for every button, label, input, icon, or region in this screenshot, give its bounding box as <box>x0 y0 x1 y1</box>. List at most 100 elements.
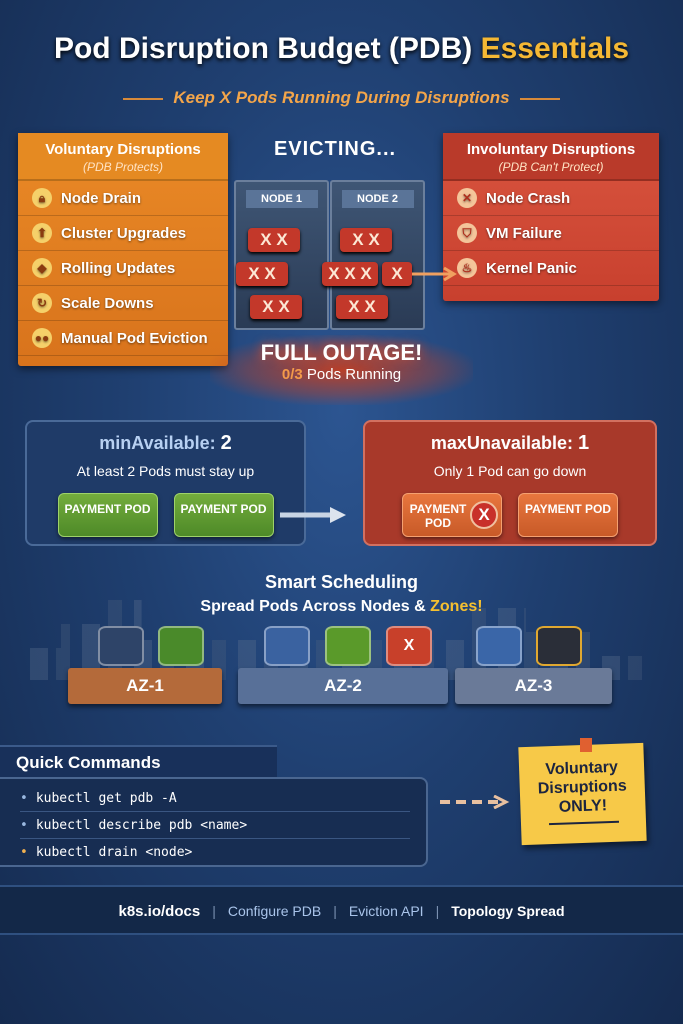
payment-pod: PAYMENT POD <box>518 493 618 537</box>
zone-az-1: AZ-1 <box>68 668 222 704</box>
involuntary-header: Involuntary Disruptions (PDB Can't Protec… <box>443 133 659 181</box>
item-label: Manual Pod Eviction <box>61 329 208 347</box>
evicting-label: EVICTING... <box>273 138 397 160</box>
separator: | <box>212 903 216 919</box>
command-text: kubectl drain <node> <box>35 845 193 860</box>
outage-count: 0/3 <box>281 366 303 383</box>
quick-commands-list: •kubectl get pdb -A •kubectl describe pd… <box>0 777 428 867</box>
max-unavailable-desc: Only 1 Pod can go down <box>433 463 587 479</box>
max-unavailable-value: 1 <box>577 432 590 454</box>
command-text: kubectl get pdb -A <box>35 791 177 806</box>
outage-suffix: Pods Running <box>306 366 402 383</box>
list-item: ⛉ VM Failure <box>443 216 659 251</box>
dashed-arrow-icon <box>440 795 510 809</box>
evicted-pods: X X <box>340 228 392 252</box>
pod-cylinder <box>325 626 371 666</box>
separator: | <box>435 903 440 919</box>
payment-pod: PAYMENT POD <box>57 493 158 537</box>
list-item: ⬆ Cluster Upgrades <box>18 216 228 251</box>
box-icon: ◆ <box>32 258 52 278</box>
outage-banner: FULL OUTAGE!0/3 Pods Running <box>200 340 483 384</box>
pod-cylinder <box>98 626 144 666</box>
lock-icon: 🔒︎ <box>32 188 52 208</box>
pod-cylinder <box>158 626 204 666</box>
node-2-label: NODE 2 <box>341 190 414 208</box>
evicted-pods: X X X <box>322 262 378 286</box>
quick-commands-title: Quick Commands <box>0 745 277 777</box>
title-highlight: Essentials <box>480 32 630 65</box>
item-label: Rolling Updates <box>61 259 176 277</box>
command-item: • kubectl get pdb -A <box>20 785 410 812</box>
list-item: 🔒︎ Node Drain <box>18 181 228 216</box>
voluntary-header: Voluntary Disruptions (PDB Protects) <box>18 133 228 181</box>
voluntary-subtitle: (PDB Protects) <box>82 160 163 174</box>
involuntary-title: Involuntary Disruptions <box>466 141 636 158</box>
scheduling-highlight: Zones! <box>430 598 483 615</box>
footer-link-eviction[interactable]: Eviction API <box>348 903 424 919</box>
pod-cylinder-failed: X <box>386 626 432 666</box>
pods-icon: ●● <box>32 328 52 348</box>
scheduling-title: Smart Scheduling <box>264 572 419 592</box>
arrow-right-icon <box>280 507 346 523</box>
list-item: ●● Manual Pod Eviction <box>18 321 228 356</box>
footer-link-topology[interactable]: Topology Spread <box>451 903 565 919</box>
item-label: Node Drain <box>61 189 142 207</box>
shield-icon: ⛉ <box>457 223 477 243</box>
command-item: •kubectl describe pdb <name> <box>20 812 410 839</box>
min-available-card: minAvailable: 2 At least 2 Pods must sta… <box>25 420 306 546</box>
voluntary-title: Voluntary Disruptions <box>45 141 201 158</box>
max-unavailable-card: maxUnavailable: 1 Only 1 Pod can go down… <box>363 420 657 546</box>
pin-icon <box>580 738 592 752</box>
page-title: Pod Disruption Budget (PDB) Essentials <box>0 32 683 66</box>
min-available-value: 2 <box>220 432 232 454</box>
item-label: VM Failure <box>486 224 562 242</box>
item-label: Kernel Panic <box>486 259 577 277</box>
refresh-icon: ↻ <box>32 293 52 313</box>
evicted-pod: X <box>382 262 412 286</box>
zone-az-3: AZ-3 <box>455 668 612 704</box>
pod-cylinder <box>264 626 310 666</box>
zone-az-2: AZ-2 <box>238 668 448 704</box>
min-available-desc: At least 2 Pods must stay up <box>76 463 255 479</box>
footer-link-configure[interactable]: Configure PDB <box>227 903 322 919</box>
evicted-pods: X X <box>248 228 300 252</box>
list-item: ✕ Node Crash <box>443 181 659 216</box>
fire-icon: ♨ <box>457 258 477 278</box>
bullet-icon: • <box>20 791 28 806</box>
evicted-pods: X X <box>236 262 288 286</box>
involuntary-panel: Involuntary Disruptions (PDB Can't Protec… <box>443 133 659 301</box>
min-available-key: minAvailable: <box>99 433 216 453</box>
scheduling-desc-text: Spread Pods Across Nodes & <box>200 598 426 615</box>
x-circle-icon: ✕ <box>457 188 477 208</box>
subtitle: Keep X Pods Running During Disruptions <box>0 88 683 108</box>
involuntary-subtitle: (PDB Can't Protect) <box>498 160 604 174</box>
pod-cylinder <box>476 626 522 666</box>
command-item: • kubectl drain <node> <box>20 839 410 866</box>
title-text: Pod Disruption Budget (PDB) <box>53 32 473 65</box>
x-icon: X <box>470 501 498 529</box>
separator: | <box>333 903 337 919</box>
footer: k8s.io/docs | Configure PDB | Eviction API | T… <box>0 885 683 935</box>
pod-label: PAYMENT POD <box>409 502 467 530</box>
item-label: Scale Downs <box>61 294 154 312</box>
arrow-right-icon <box>412 266 457 282</box>
command-text: kubectl describe pdb <name> <box>35 818 248 833</box>
footer-link-docs[interactable]: k8s.io/docs <box>118 903 201 920</box>
evicted-pods: X X <box>336 295 388 319</box>
payment-pod: PAYMENT POD <box>173 493 274 537</box>
upgrade-icon: ⬆ <box>32 223 52 243</box>
item-label: Node Crash <box>486 189 571 207</box>
outage-title: FULL OUTAGE! <box>260 340 423 365</box>
scheduling-desc: Spread Pods Across Nodes & Zones! <box>0 598 683 616</box>
voluntary-panel: Voluntary Disruptions (PDB Protects) 🔒︎ No… <box>18 133 228 366</box>
node-1-label: NODE 1 <box>245 190 318 208</box>
note-underline <box>548 820 619 826</box>
list-item: ◆ Rolling Updates <box>18 251 228 286</box>
item-label: Cluster Upgrades <box>61 224 187 242</box>
bullet-icon: • <box>20 845 28 860</box>
list-item: ↻ Scale Downs <box>18 286 228 321</box>
max-unavailable-key: maxUnavailable: <box>430 433 573 453</box>
evicted-pods: X X <box>250 295 302 319</box>
